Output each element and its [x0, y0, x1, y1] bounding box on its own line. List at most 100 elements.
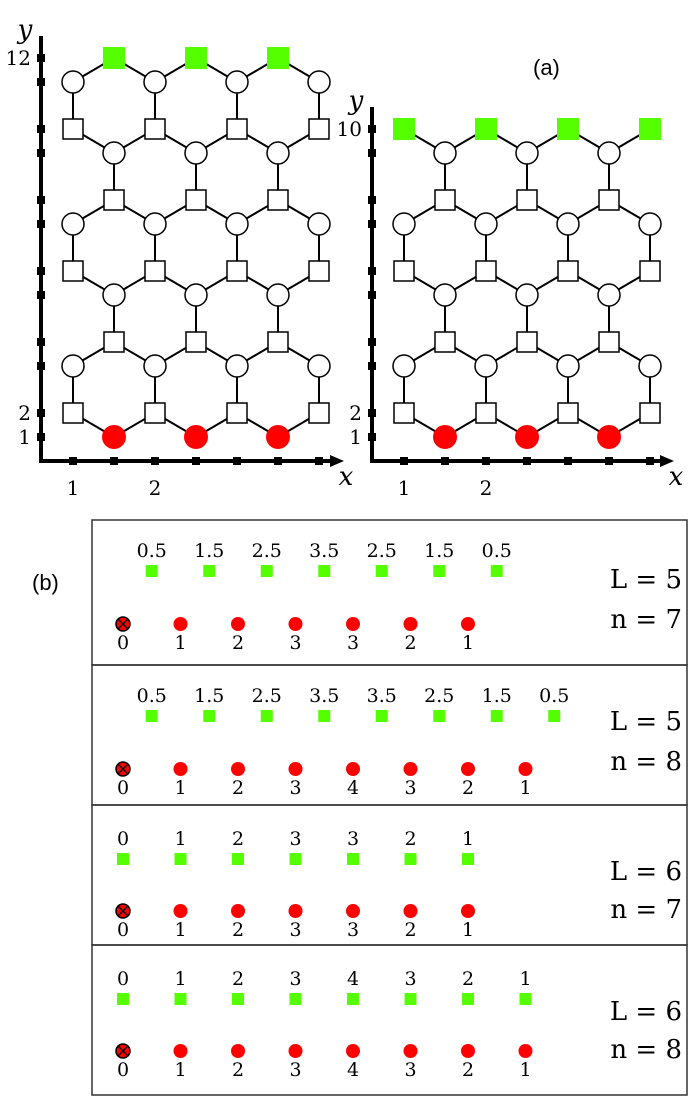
red-circle-icon	[433, 425, 457, 449]
site-square-icon	[434, 331, 456, 353]
green-site-label: 2.5	[252, 685, 282, 707]
red-circle-icon	[403, 762, 418, 776]
site-circle-icon	[61, 212, 85, 236]
x-axis-label: x	[669, 462, 684, 492]
red-site-label: 3	[404, 1059, 416, 1081]
site-circle-icon	[307, 354, 331, 378]
site-square-icon	[267, 189, 289, 211]
site-circle-icon	[307, 212, 331, 236]
site-circle-icon	[225, 70, 249, 94]
site-square-icon	[598, 331, 620, 353]
red-circle-icon	[173, 617, 188, 631]
green-square-icon	[232, 993, 244, 1005]
site-circle-icon	[225, 212, 249, 236]
site-circle-icon	[143, 212, 167, 236]
green-site-label: 0	[117, 968, 129, 990]
red-circle-icon	[461, 762, 475, 776]
green-site-label: 4	[347, 968, 359, 990]
x-tick	[315, 457, 323, 465]
green-site-label: 3	[347, 828, 359, 850]
site-square-icon	[185, 189, 207, 211]
x-tick-label: 1	[67, 476, 80, 500]
site-circle-icon	[102, 283, 126, 307]
red-circle-icon	[518, 1044, 533, 1058]
green-site-label: 2	[404, 828, 416, 850]
green-square-icon	[347, 993, 359, 1005]
y-tick	[37, 149, 45, 157]
site-square-icon	[557, 402, 579, 424]
red-circle-icon	[231, 617, 245, 631]
red-circle-icon	[173, 1044, 188, 1058]
site-square-icon	[308, 402, 330, 424]
red-site-label: 2	[232, 777, 244, 799]
n-value-label: n = 7	[610, 605, 682, 635]
n-value-label: n = 8	[610, 1035, 682, 1065]
green-site-label: 1.5	[194, 685, 224, 707]
green-square-icon	[260, 565, 273, 577]
site-circle-icon	[433, 141, 457, 165]
site-circle-icon	[556, 212, 580, 236]
x-tick	[274, 457, 282, 465]
site-circle-icon	[638, 354, 662, 378]
L-value-label: L = 6	[610, 997, 682, 1027]
red-circle-icon	[184, 425, 208, 449]
green-site-label: 0	[117, 828, 129, 850]
y-tick-label: 2	[349, 401, 362, 425]
red-site-label: 0	[117, 1059, 129, 1081]
red-site-label: 3	[289, 919, 301, 941]
red-site-label: 4	[347, 1059, 359, 1081]
green-site-label: 3.5	[309, 685, 339, 707]
green-square-icon	[347, 853, 359, 865]
y-tick	[368, 267, 376, 275]
red-circle-icon	[597, 425, 621, 449]
y-tick-label: 1	[349, 425, 362, 449]
site-square-icon	[308, 260, 330, 282]
site-circle-icon	[597, 141, 621, 165]
green-square-icon	[318, 565, 331, 577]
green-site-label: 1	[174, 828, 186, 850]
red-site-label: 2	[462, 777, 474, 799]
y-tick	[37, 433, 45, 441]
red-site-label: 4	[347, 777, 359, 799]
y-tick	[37, 338, 45, 346]
site-square-icon	[103, 331, 125, 353]
y-tick	[37, 78, 45, 86]
green-square-icon	[404, 853, 417, 865]
y-tick	[368, 409, 376, 417]
site-circle-icon	[515, 283, 539, 307]
green-square-icon	[393, 118, 415, 140]
green-square-icon	[548, 710, 561, 722]
red-site-label: 3	[289, 632, 301, 654]
y-tick	[368, 220, 376, 228]
green-site-label: 3.5	[367, 685, 397, 707]
red-circle-icon	[518, 762, 533, 776]
red-circle-icon	[231, 1044, 245, 1058]
green-site-label: 2.5	[367, 540, 397, 562]
site-square-icon	[516, 189, 538, 211]
y-tick-label: 10	[337, 117, 362, 141]
y-tick	[37, 125, 45, 133]
site-circle-icon	[433, 283, 457, 307]
site-square-icon	[226, 118, 248, 140]
red-site-label: 3	[347, 919, 359, 941]
site-circle-icon	[597, 283, 621, 307]
green-site-label: 0.5	[482, 540, 512, 562]
y-tick-label: 12	[6, 46, 31, 70]
red-circle-icon	[461, 1044, 475, 1058]
red-site-label: 1	[174, 777, 186, 799]
red-site-label: 0	[117, 919, 129, 941]
y-tick-label: 1	[18, 425, 31, 449]
red-site-label: 2	[232, 632, 244, 654]
x-tick	[110, 457, 118, 465]
red-site-label: 1	[462, 919, 474, 941]
y-tick	[37, 54, 45, 62]
green-square-icon	[289, 993, 302, 1005]
x-tick	[523, 457, 531, 465]
site-circle-icon	[556, 354, 580, 378]
green-site-label: 3	[289, 968, 301, 990]
x-tick	[646, 457, 654, 465]
red-circle-icon	[461, 904, 475, 918]
